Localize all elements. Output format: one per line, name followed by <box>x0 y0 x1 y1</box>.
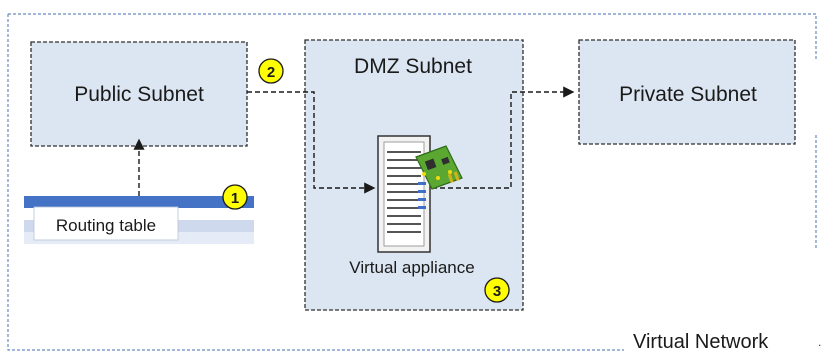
virtual-network-boundary: Virtual Network . <box>7 13 821 353</box>
private-subnet-label: Private Subnet <box>619 83 757 106</box>
virtual-network-label: Virtual Network <box>633 331 769 353</box>
private-subnet[interactable]: Private Subnet <box>578 39 796 145</box>
step-badge-3: 3 <box>484 277 510 303</box>
step-badge-2: 2 <box>258 58 284 84</box>
svg-text:1: 1 <box>231 190 239 207</box>
virtual-network-ellipsis: . <box>818 335 821 349</box>
virtual-appliance-label: Virtual appliance <box>349 258 474 277</box>
step-badge-1: 1 <box>222 184 248 210</box>
svg-text:2: 2 <box>267 64 275 81</box>
dmz-subnet-label: DMZ Subnet <box>354 55 472 78</box>
routing-table-label: Routing table <box>56 216 156 235</box>
public-to-appliance-arrow <box>247 91 376 194</box>
svg-text:3: 3 <box>493 283 501 300</box>
public-subnet-label: Public Subnet <box>74 83 204 106</box>
routing-table[interactable]: Routing table <box>24 196 254 244</box>
network-card-icon <box>415 145 463 190</box>
public-subnet[interactable]: Public Subnet <box>30 41 248 147</box>
server-with-network-card-icon <box>377 135 463 253</box>
